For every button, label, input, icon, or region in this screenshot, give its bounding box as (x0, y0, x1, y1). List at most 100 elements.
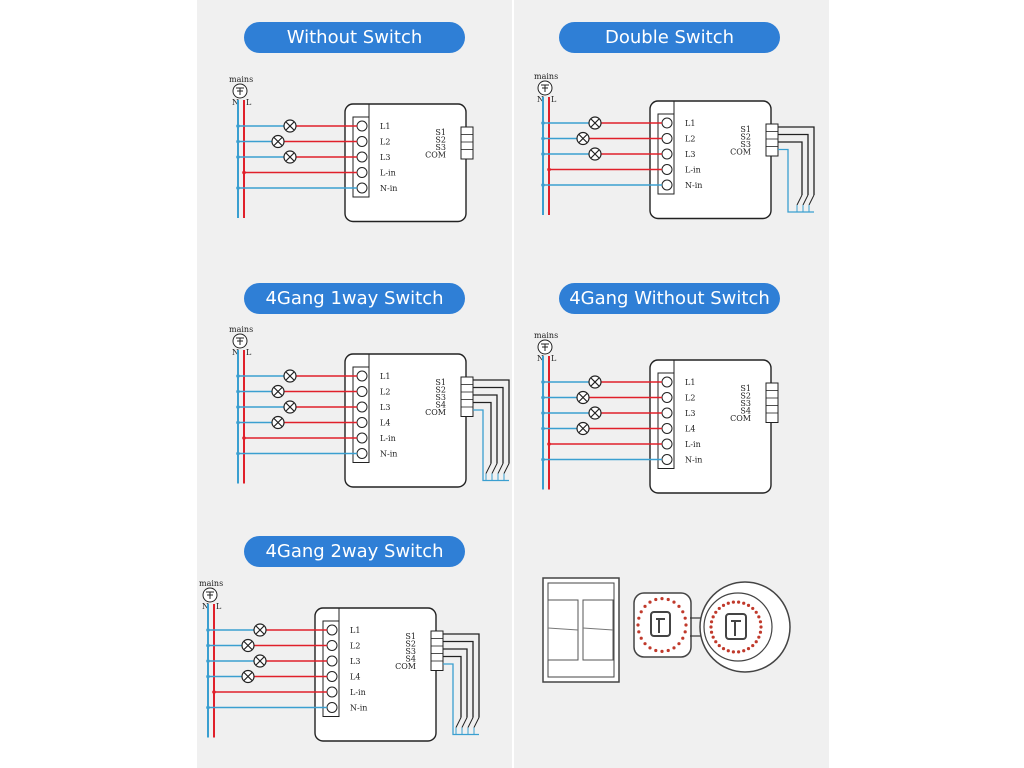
grille-dot (754, 640, 758, 644)
switch-terminal-label: S2 (740, 392, 751, 401)
grille-dot (681, 610, 685, 614)
panel-divider (512, 0, 514, 768)
switch-terminal-label: S1 (435, 128, 446, 137)
lamp-cross (590, 149, 600, 159)
grille-dot (683, 630, 687, 634)
grille-dot (759, 625, 763, 629)
plug-icon (236, 87, 244, 95)
junction-dot (206, 705, 210, 710)
terminal-screw (326, 640, 338, 651)
terminal-label: L-in (350, 688, 366, 697)
plug-icon (541, 84, 549, 92)
grille-dot (637, 616, 641, 620)
lamp-cross (285, 121, 295, 131)
grille-dot (721, 603, 726, 607)
switch-terminal-label: COM (425, 408, 446, 417)
terminal-screw (356, 448, 368, 459)
terminal-screw (661, 438, 673, 450)
junction-dot (236, 186, 240, 190)
terminal-label: N-in (350, 704, 367, 713)
wall-switch-illustration (542, 577, 620, 683)
terminal-label: L4 (685, 425, 695, 434)
title-4gang-1way-switch: 4Gang 1way Switch (244, 283, 465, 314)
terminal-screw (356, 120, 368, 132)
junction-dot (212, 690, 216, 694)
lamp-cross (255, 625, 265, 635)
junction-dot (541, 395, 545, 400)
junction-dot (236, 139, 240, 144)
junction-dot (242, 170, 246, 175)
title-without-switch: Without Switch (244, 22, 465, 53)
lamp-cross (243, 641, 253, 650)
switch-terminal-label: S2 (435, 386, 446, 395)
terminal-screw (661, 179, 673, 191)
title-4gang-2way-switch: 4Gang 2way Switch (244, 536, 465, 567)
terminal-screw (356, 417, 368, 428)
grille-dot (660, 597, 664, 601)
plug-icon (206, 591, 214, 599)
switch-wire (443, 648, 468, 718)
title-double-switch: Double Switch (559, 22, 780, 53)
switch-wire (778, 141, 803, 195)
grille-dot (648, 600, 652, 604)
terminal-label: L-in (380, 434, 396, 443)
terminal-screw (356, 432, 368, 444)
terminal-screw (661, 376, 673, 388)
grille-dot (742, 601, 746, 605)
switch-terminal-label: S2 (405, 640, 416, 649)
neutral-label: N (202, 602, 209, 611)
grille-dot (726, 601, 730, 605)
switch-contact (497, 463, 504, 474)
grille-dot (751, 606, 755, 611)
grille-dot (683, 616, 687, 620)
lamp-cross (590, 408, 600, 418)
neutral-label: N (537, 354, 544, 363)
grille-dot (639, 610, 643, 614)
com-wire (443, 663, 479, 736)
switch-terminal-label: S2 (740, 133, 751, 142)
terminal-label: N-in (380, 450, 397, 459)
grille-dot (714, 610, 718, 614)
terminal-label: L2 (380, 388, 390, 397)
terminal-screw (356, 136, 368, 147)
switch-terminal-label: S4 (740, 407, 751, 416)
switch-contact (808, 194, 815, 206)
neutral-label: N (537, 95, 544, 104)
junction-dot (236, 124, 240, 128)
switch-wire (443, 655, 462, 718)
live-label: L (551, 95, 557, 104)
switch-terminal-label: S1 (740, 125, 751, 134)
grille-dot (721, 647, 726, 651)
junction-dot (236, 374, 240, 378)
switch-terminal-label: S4 (405, 655, 416, 664)
grille-dot (639, 636, 643, 640)
junction-dot (541, 121, 545, 125)
grille-dot (643, 642, 647, 646)
live-label: L (246, 98, 252, 107)
junction-dot (206, 643, 210, 648)
grille-dot (666, 648, 670, 653)
lamp-cross (578, 424, 588, 433)
neutral-label: N (232, 348, 239, 357)
lamp-cross (285, 152, 295, 162)
junction-dot (236, 389, 240, 394)
module-body (344, 353, 467, 488)
grille-dot (758, 630, 763, 634)
terminal-screw (661, 454, 673, 465)
terminal-label: L4 (380, 419, 390, 428)
grille-dot (643, 604, 647, 608)
terminal-label: L2 (685, 394, 695, 403)
grille-dot (757, 615, 761, 619)
switch-terminal-label: COM (730, 148, 751, 157)
grille-dot (746, 603, 751, 607)
switch-terminal-label: COM (425, 151, 446, 160)
switch-connector (460, 376, 474, 417)
terminal-label: L1 (685, 378, 695, 387)
grille-dot (637, 630, 641, 634)
junction-dot (236, 405, 240, 409)
grille-dot (660, 649, 664, 654)
junction-dot (206, 628, 210, 632)
terminal-label: L2 (685, 135, 695, 144)
grille-dot (731, 600, 735, 604)
